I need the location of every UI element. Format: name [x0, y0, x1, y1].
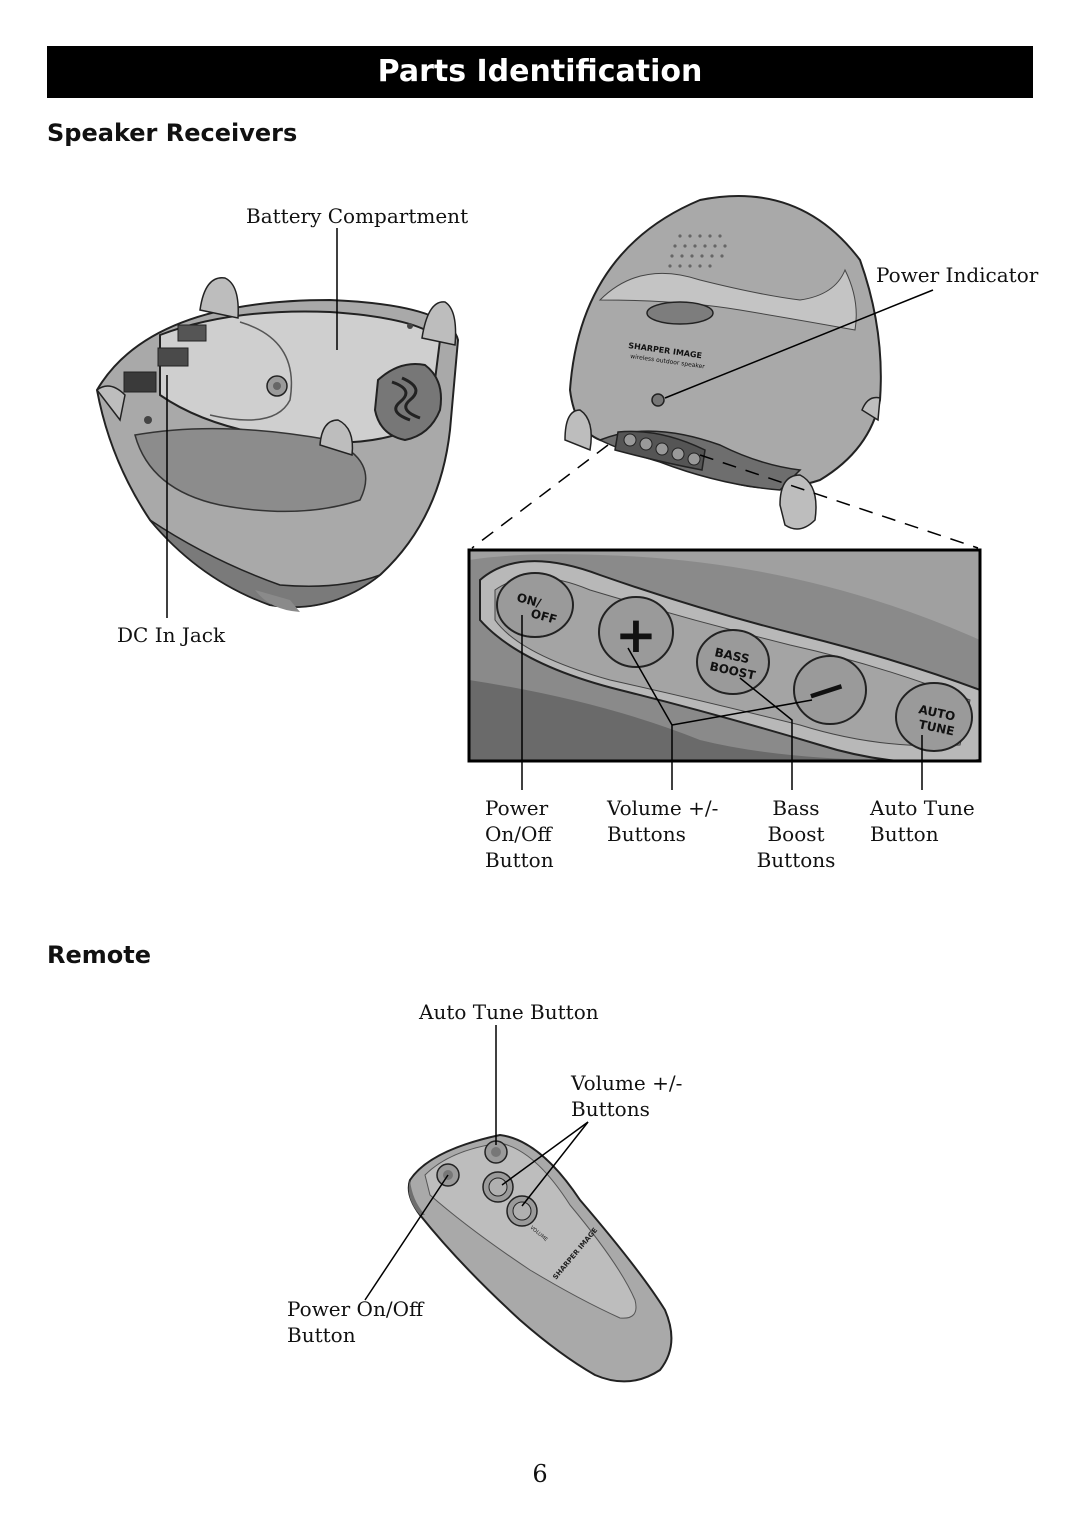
remote-control: VOLUME SHARPER IMAGE [407, 1133, 673, 1383]
panel-on-off-text-1: ON/ [515, 590, 543, 610]
remote-volume-leader-line-2 [521, 1121, 589, 1207]
volume-buttons-label: Volume +/- Buttons [607, 796, 719, 846]
remote-volume-label: Volume +/- Buttons [571, 1071, 683, 1121]
page-title: Parts Identification [47, 46, 1033, 98]
volume-leader-line-2 [671, 699, 813, 726]
battery-compartment-label: Battery Compartment [246, 204, 469, 228]
panel-on-off-text-2: OFF [529, 606, 558, 626]
speaker-front-view: SHARPER IMAGE wireless outdoor speaker [564, 195, 882, 530]
power-indicator-light [651, 393, 665, 407]
page-number: 6 [532, 1460, 548, 1488]
remote-power-leader-line [364, 1174, 449, 1301]
button-panel-closeup: ON/ OFF + BASS BOOST — AUTO TUNE [467, 548, 982, 763]
speaker-bottom-view [95, 277, 460, 612]
dc-in-jack-label: DC In Jack [117, 623, 226, 647]
power-indicator-label: Power Indicator [876, 263, 1039, 287]
power-indicator-leader-line [664, 289, 934, 399]
remote-power-label: Power On/Off Button [287, 1297, 424, 1347]
remote-heading: Remote [47, 941, 152, 969]
auto-tune-button-label: Auto Tune Button [870, 796, 975, 846]
speaker-receivers-heading: Speaker Receivers [47, 119, 298, 147]
remote-auto-tune-label: Auto Tune Button [419, 1000, 599, 1024]
zoom-dashed-line-left [471, 444, 609, 549]
zoom-dashed-line-right [699, 454, 979, 549]
remote-volume-leader-line-1 [501, 1121, 589, 1186]
panel-plus-text: + [615, 606, 657, 664]
bass-boost-buttons-label: Bass Boost Buttons [756, 796, 836, 872]
power-on-off-button-label: Power On/Off Button [485, 796, 554, 872]
bass-boost-leader-line [739, 677, 793, 790]
